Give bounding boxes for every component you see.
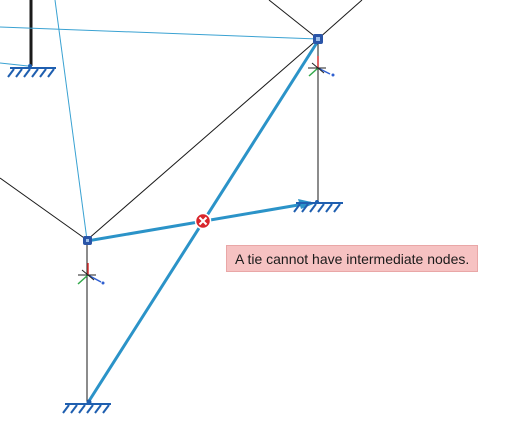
node-icon[interactable] <box>83 236 92 245</box>
error-x-icon[interactable] <box>194 212 212 230</box>
error-tooltip: A tie cannot have intermediate nodes. <box>226 245 479 272</box>
fixed-support-icon[interactable] <box>62 399 111 414</box>
tie-member-top-horizontal[interactable] <box>0 26 319 40</box>
frame-member-diagonal-left-to-top[interactable] <box>86 38 319 241</box>
fixed-support-icon[interactable] <box>7 64 56 78</box>
node-icon[interactable] <box>313 34 323 44</box>
frame-member-top-left-diagonal[interactable] <box>268 0 319 40</box>
tie-member-top-left-segment[interactable] <box>0 62 29 67</box>
tie-member-left-slope[interactable] <box>54 0 88 241</box>
frame-member-top-right-diagonal[interactable] <box>317 0 363 40</box>
frame-member-left-incline[interactable] <box>0 177 88 241</box>
local-axes-icon <box>308 56 335 77</box>
local-axes-icon <box>77 263 105 285</box>
fixed-support-icon[interactable] <box>293 200 343 213</box>
